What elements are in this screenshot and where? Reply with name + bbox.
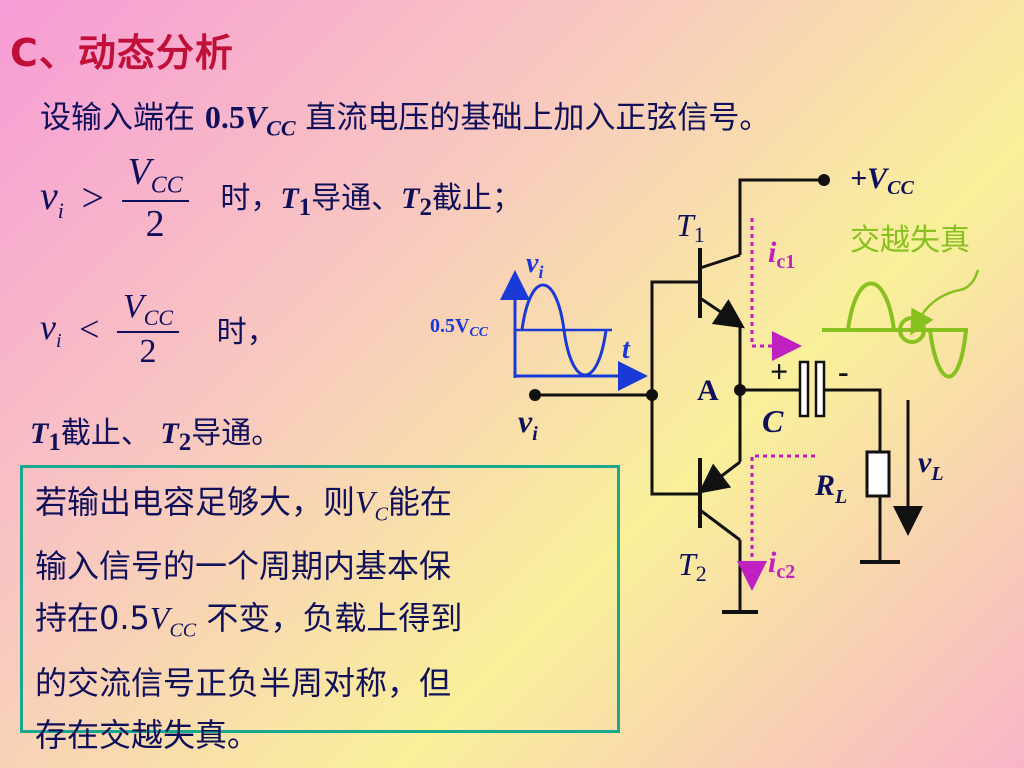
condition-1: vi > VCC 2 时，T1导通、T2截止； (40, 150, 522, 246)
t2-label: T2 (678, 546, 707, 586)
input-junction (646, 389, 658, 401)
vcc-label: +VCC (850, 162, 914, 199)
cond2-text: 时， (216, 315, 277, 351)
conclusion-box: 若输出电容足够大，则VC能在 输入信号的一个周期内基本保 持在0.5VCC 不变… (20, 465, 620, 754)
graph-v-label: vi (526, 248, 543, 282)
input-waveform-graph (500, 270, 648, 391)
condition-2: vi < VCC 2 时， (40, 288, 277, 371)
graph-t-label: t (622, 334, 631, 365)
intro-line: 设输入端在 0.5VCC 直流电压的基础上加入正弦信号。 (40, 92, 770, 141)
crossover-label: 交越失真 (850, 223, 970, 258)
capacitor-c (798, 360, 882, 452)
box-line-1: 若输出电容足够大，则VC能在 (35, 483, 452, 526)
vi-input-label: vi (518, 403, 538, 445)
condition-2-result: T1截止、 T2导通。 (30, 416, 282, 456)
cond1-op: > (81, 175, 104, 221)
input-wiring (535, 280, 700, 496)
vcc-rail (738, 178, 822, 255)
intro-prefix: 设输入端在 (40, 100, 195, 136)
cond1-text: 时，T1导通、T2截止； (220, 181, 522, 222)
graph-offset-label: 0.5VCC (430, 315, 489, 340)
cond2-fraction: VCC 2 (116, 288, 180, 371)
transistor-t1 (698, 248, 745, 329)
ic1-label: ic1 (768, 236, 795, 273)
cond2-op: < (79, 309, 100, 350)
cap-minus-label: - (838, 353, 849, 389)
cond1-var: vi (40, 172, 64, 223)
cap-plus-label: + (770, 353, 788, 389)
page-title: C、动态分析 (10, 31, 234, 75)
cond1-fraction: VCC 2 (121, 150, 189, 246)
load-resistor (860, 450, 900, 564)
box-line-3: 持在0.5VCC 不变，负载上得到 (35, 599, 463, 642)
crossover-distortion-sketch (822, 269, 980, 379)
box-line-5: 存在交越失真。 (35, 715, 260, 754)
box-line-2: 输入信号的一个周期内基本保 (35, 547, 452, 586)
intro-value: 0.5VCC (204, 99, 296, 141)
node-a-label: A (697, 374, 719, 407)
input-terminal (529, 389, 541, 401)
rl-label: RL (814, 469, 847, 508)
transistor-t2 (698, 458, 741, 542)
vl-label: vL (918, 446, 944, 485)
vcc-terminal (818, 174, 830, 186)
node-a-dot (734, 384, 746, 396)
intro-suffix: 直流电压的基础上加入正弦信号。 (305, 100, 771, 136)
ic2-label: ic2 (768, 546, 795, 583)
cond2-var: vi (40, 306, 62, 352)
t1-label: T1 (676, 207, 705, 247)
graph-sine-wave (520, 283, 608, 377)
cap-label: C (762, 403, 784, 439)
box-line-4: 的交流信号正负半周对称，但 (35, 663, 452, 702)
ic1-arrow (750, 218, 802, 361)
